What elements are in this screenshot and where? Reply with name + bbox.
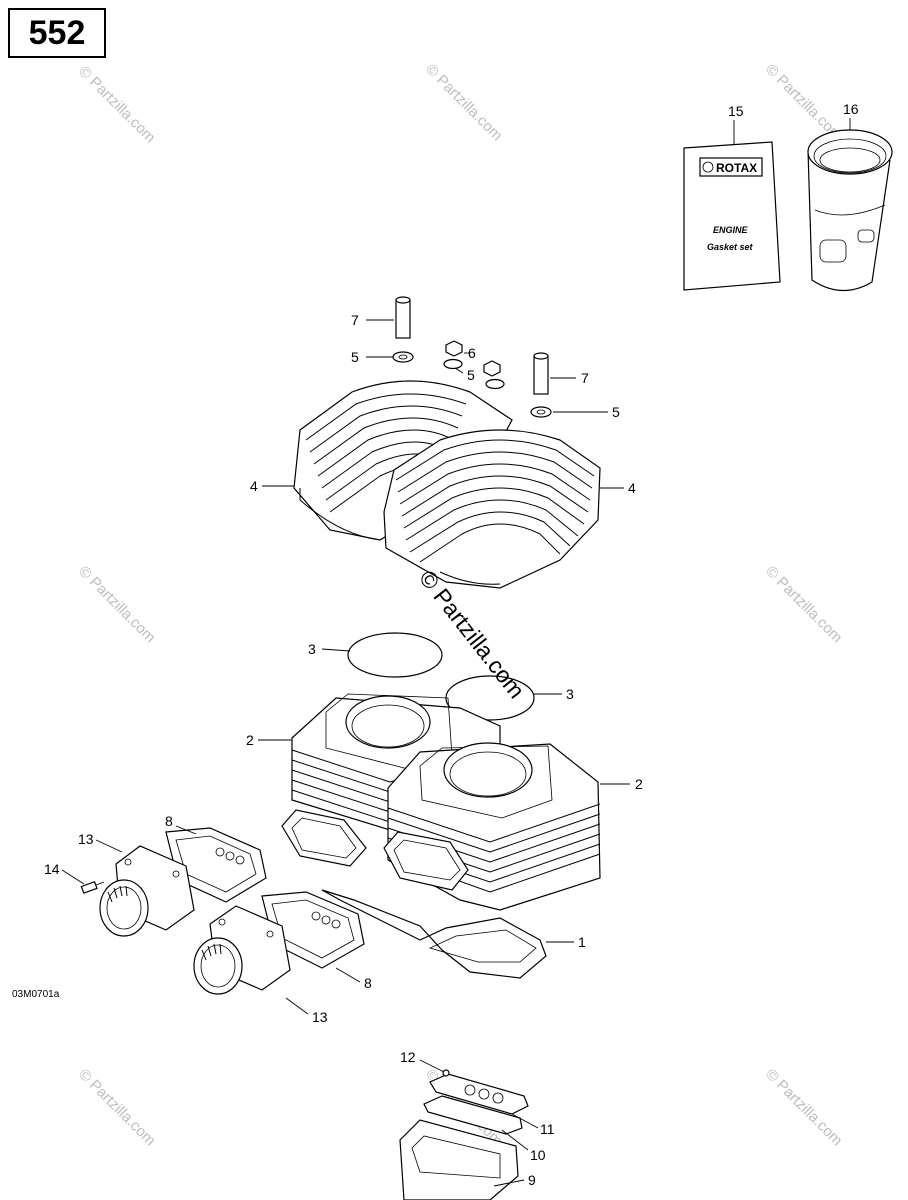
- watermark-text: © Partzilla.com: [422, 61, 505, 144]
- cylinder-head-right[interactable]: [383, 429, 601, 589]
- callout-14: 14: [44, 861, 60, 877]
- callout-labels: 15 16 7 5 6 5 7 5 4 4 3 3 2 2 1 8 13 14 …: [12, 101, 859, 1188]
- callout-8: 8: [165, 813, 173, 829]
- callout-1: 1: [578, 934, 586, 950]
- engine-gasket-set-kit[interactable]: ROTAX ENGINE Gasket set: [683, 141, 781, 291]
- cylinder-head-left[interactable]: [293, 380, 513, 541]
- nuts[interactable]: [445, 340, 501, 377]
- reed-screw-small[interactable]: [442, 1069, 450, 1077]
- head-gaskets[interactable]: [347, 632, 535, 721]
- rotax-logo: [699, 157, 763, 177]
- callout-7: 7: [351, 312, 359, 328]
- callout-3: 3: [566, 686, 574, 702]
- callout-5: 5: [467, 367, 475, 383]
- callout-4: 4: [250, 478, 258, 494]
- intake-flange-upper[interactable]: [99, 845, 195, 937]
- callout-6: 6: [468, 345, 476, 361]
- callout-7: 7: [581, 370, 589, 386]
- cylinder-head-studs[interactable]: [395, 296, 549, 395]
- callout-11: 11: [540, 1121, 555, 1137]
- flange-screw[interactable]: [80, 881, 105, 894]
- callout-8: 8: [364, 975, 372, 991]
- diagram-code: 03M0701a: [12, 989, 60, 1000]
- watermark-text: © Partzilla.com: [75, 63, 158, 146]
- watermark-text: © Partzilla.com: [762, 563, 845, 646]
- reed-block-bottom[interactable]: [399, 1119, 519, 1200]
- callout-4: 4: [628, 480, 636, 496]
- kit-title-line2: Gasket set: [707, 242, 754, 252]
- watermark-text: © Partzilla.com: [75, 563, 158, 646]
- page-number-badge: 552: [8, 8, 106, 58]
- callout-2: 2: [635, 776, 643, 792]
- kit-title-line1: ENGINE: [713, 225, 749, 235]
- watermark-text: © Partzilla.com: [762, 1066, 845, 1149]
- callout-3: 3: [308, 641, 316, 657]
- rotax-logo-mark-icon: [702, 161, 714, 173]
- callout-9: 9: [528, 1172, 536, 1188]
- intake-ports: [281, 809, 469, 891]
- callout-2: 2: [246, 732, 254, 748]
- callout-12: 12: [400, 1049, 416, 1065]
- reed-valve-upper[interactable]: [165, 827, 267, 903]
- reed-petals[interactable]: [423, 1095, 523, 1135]
- kit-brand: ROTAX: [716, 161, 757, 175]
- cylinder-sleeve[interactable]: [807, 129, 893, 292]
- cylinder-base-gasket[interactable]: [321, 889, 547, 979]
- callout-5: 5: [612, 404, 620, 420]
- callout-16: 16: [843, 101, 859, 117]
- callout-5: 5: [351, 349, 359, 365]
- cylinder-right[interactable]: [387, 742, 601, 911]
- callout-13: 13: [78, 831, 94, 847]
- callout-10: 10: [530, 1147, 546, 1163]
- leader-lines: [61, 118, 851, 1187]
- callout-13: 13: [312, 1009, 328, 1025]
- washers[interactable]: [392, 351, 552, 418]
- watermark-text: © Partzilla.com: [75, 1066, 158, 1149]
- callout-15: 15: [728, 103, 744, 119]
- intake-flange-lower[interactable]: [193, 905, 291, 995]
